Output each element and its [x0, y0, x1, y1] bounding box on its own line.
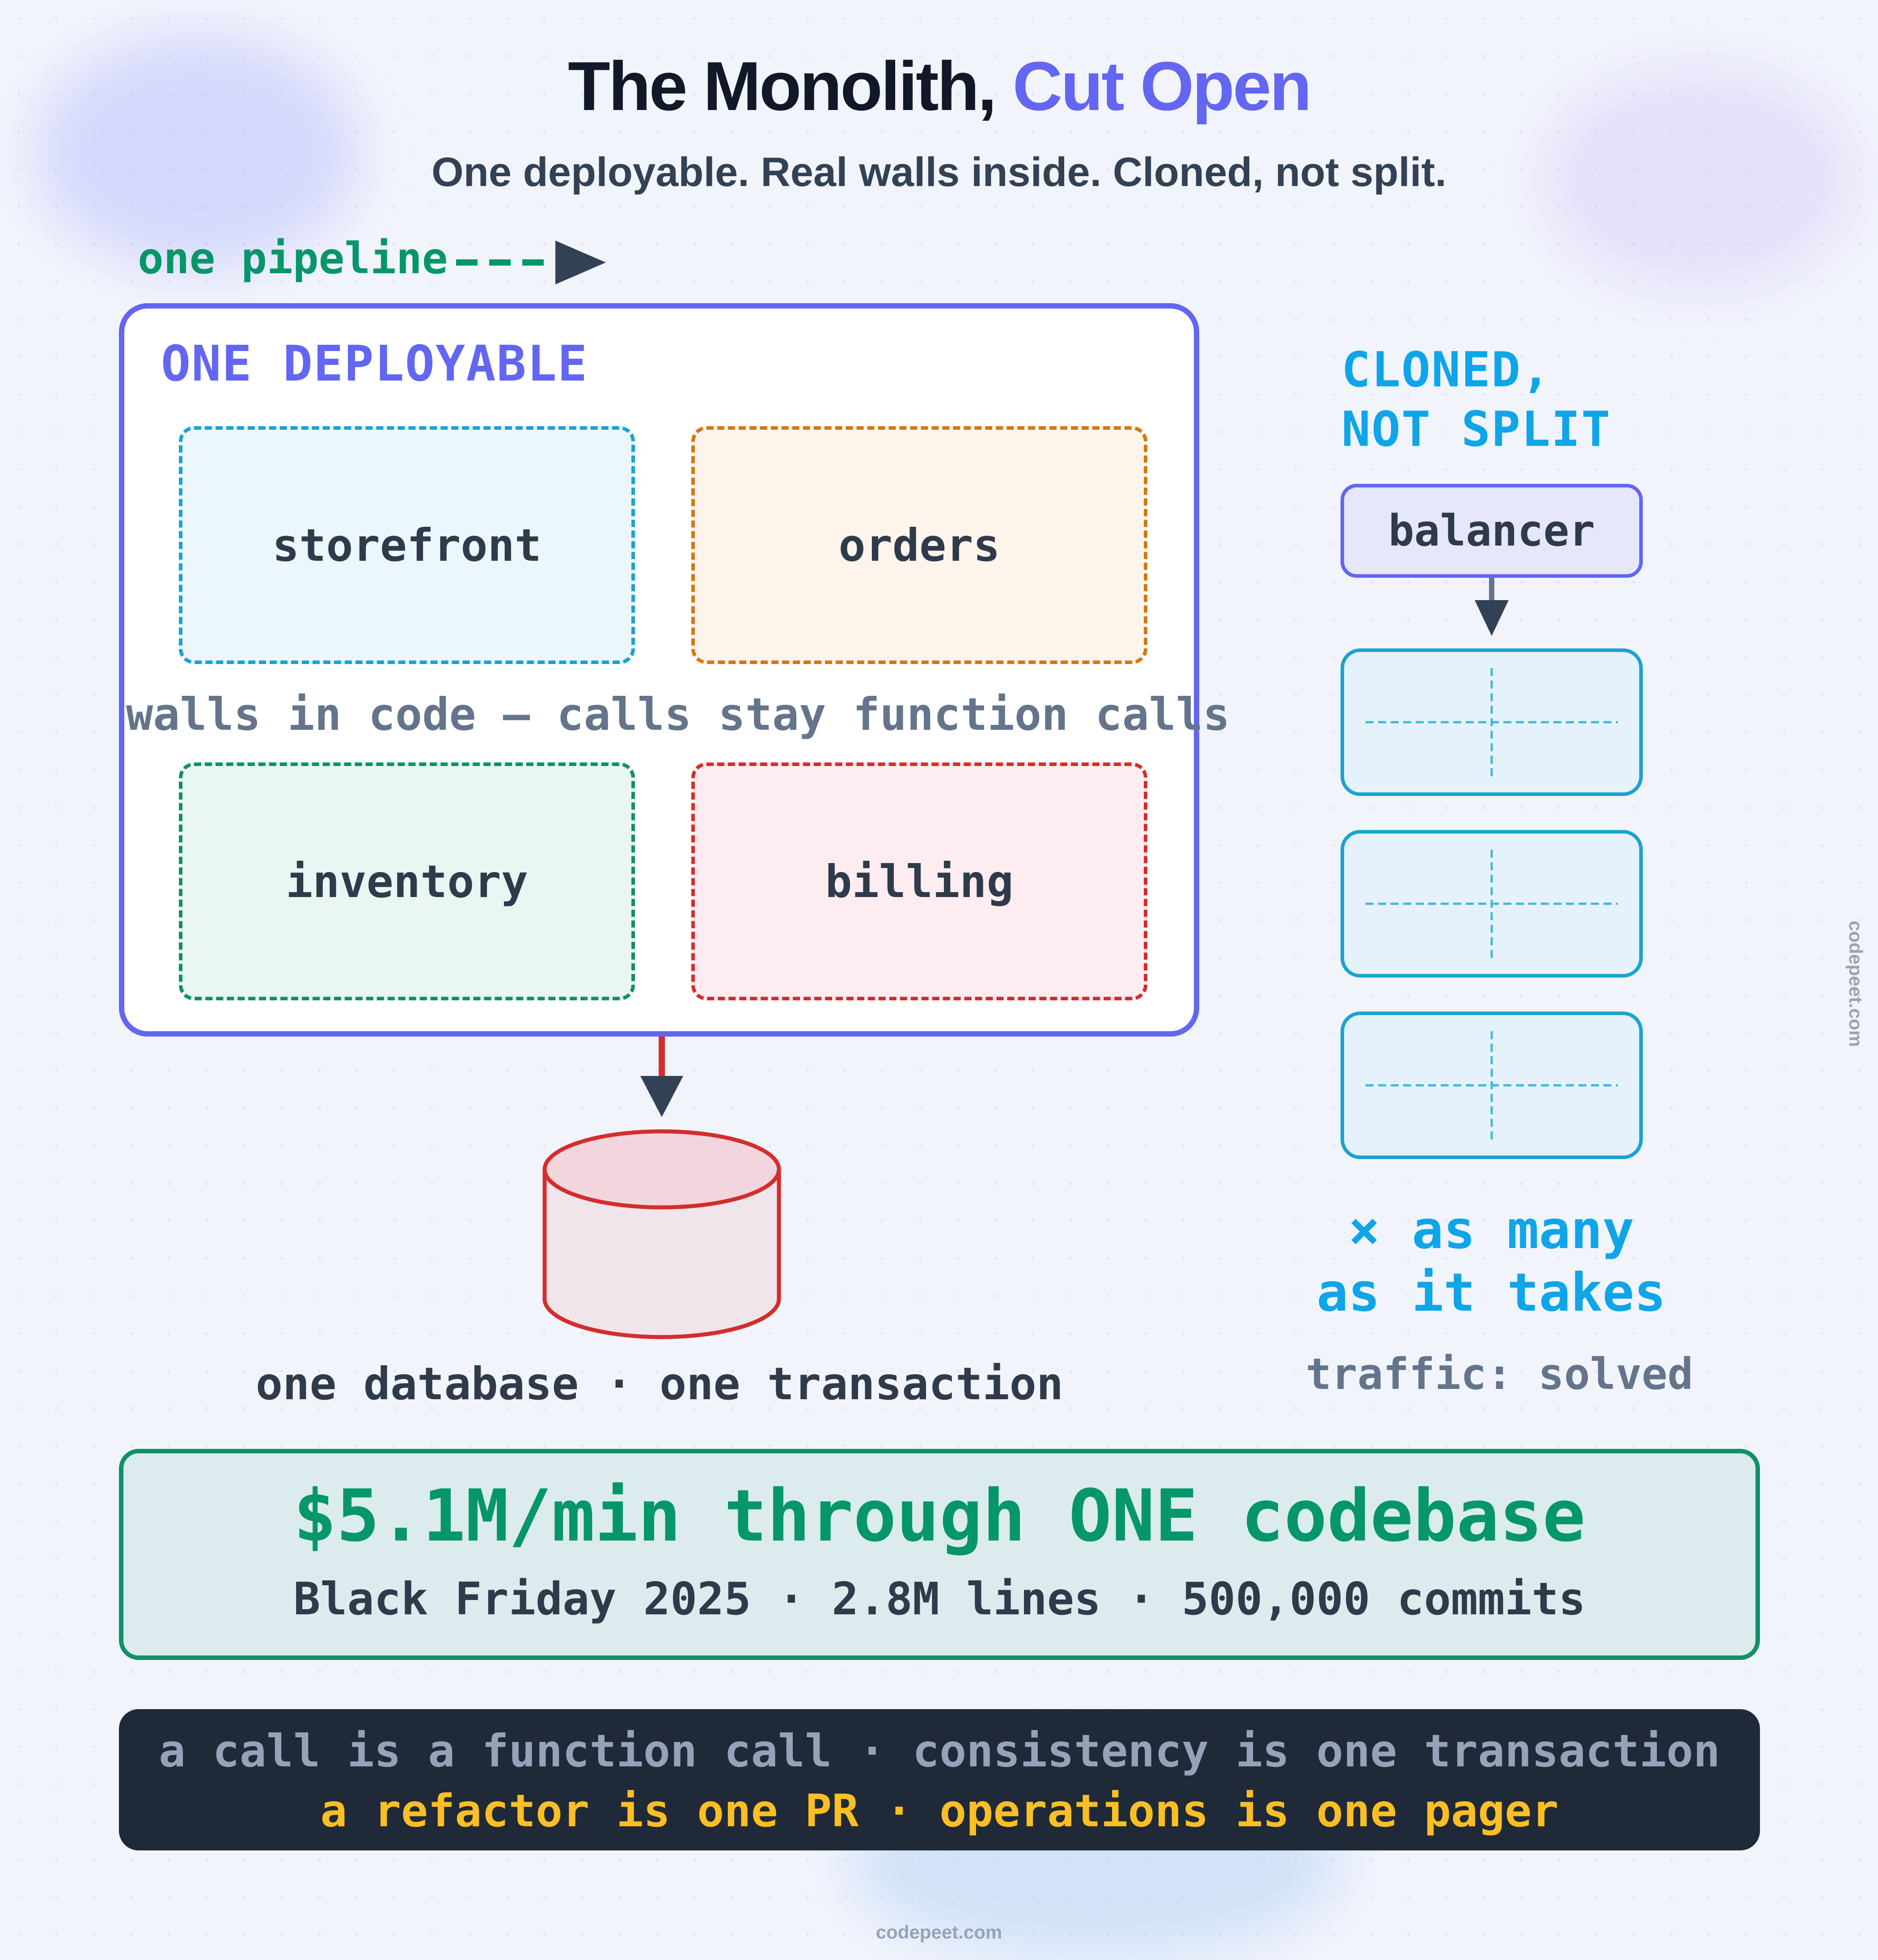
clone-walls-icon	[1366, 1031, 1618, 1139]
balancer-arrow-icon	[1475, 578, 1509, 636]
module-billing: billing	[691, 762, 1147, 1000]
balancer-label: balancer	[1388, 506, 1595, 556]
deployable-label: ONE DEPLOYABLE	[161, 335, 588, 392]
title-main: The Monolith,	[568, 47, 997, 125]
module-label: storefront	[272, 519, 542, 571]
load-balancer: balancer	[1341, 484, 1643, 578]
background-glow	[36, 36, 358, 268]
clone-instance	[1341, 1012, 1643, 1159]
clone-instance	[1341, 830, 1643, 978]
multiplier-line1: × as many	[1348, 1199, 1634, 1261]
summary-line-1: a call is a function call · consistency …	[159, 1725, 1720, 1777]
clone-walls-icon	[1366, 668, 1618, 776]
cloned-title-line1: CLONED,	[1341, 342, 1552, 398]
background-glow	[1543, 67, 1856, 291]
stats-details: Black Friday 2025 · 2.8M lines · 500,000…	[293, 1573, 1586, 1625]
stats-headline: $5.1M/min through ONE codebase	[293, 1474, 1586, 1558]
page-title: The Monolith, Cut Open	[0, 45, 1878, 128]
database-label: one database · one transaction	[255, 1358, 1064, 1410]
side-watermark: codepeet.com	[1842, 912, 1869, 1055]
walls-note: walls in code — calls stay function call…	[126, 688, 1230, 741]
cloned-title: CLONED, NOT SPLIT	[1341, 341, 1611, 460]
pipeline-arrow-icon	[456, 241, 606, 284]
summary-banner	[119, 1709, 1760, 1850]
page-subtitle: One deployable. Real walls inside. Clone…	[431, 149, 1447, 195]
module-label: orders	[838, 519, 1000, 571]
title-accent: Cut Open	[1012, 47, 1311, 125]
side-watermark-text: codepeet.com	[1845, 920, 1867, 1047]
clone-instance	[1341, 648, 1643, 796]
stats-callout	[119, 1449, 1760, 1660]
summary-line-2: a refactor is one PR · operations is one…	[320, 1785, 1559, 1837]
pipeline-label: one pipeline	[138, 233, 448, 284]
clones-multiplier: × as many as it takes	[1315, 1198, 1668, 1324]
database-cylinder-icon	[542, 1129, 781, 1339]
module-orders: orders	[691, 426, 1147, 664]
module-label: billing	[825, 855, 1014, 908]
module-inventory: inventory	[179, 762, 635, 1000]
cloned-title-line2: NOT SPLIT	[1341, 401, 1612, 457]
database-arrow-icon	[640, 1037, 683, 1117]
module-label: inventory	[286, 855, 528, 908]
clone-walls-icon	[1366, 850, 1618, 958]
module-storefront: storefront	[179, 426, 635, 664]
traffic-status: traffic: solved	[1306, 1349, 1693, 1399]
footer-watermark: codepeet.com	[876, 1922, 1002, 1943]
multiplier-line2: as it takes	[1316, 1262, 1666, 1324]
